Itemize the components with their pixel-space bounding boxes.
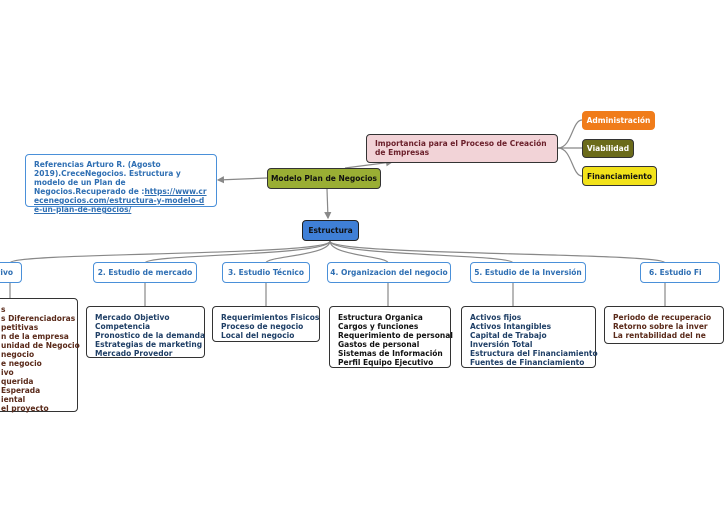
branch-6-node[interactable]: 6. Estudio Fi	[640, 262, 720, 283]
importance-node-label: Importancia para el Proceso de Creación …	[375, 139, 547, 157]
administracion-node-label: Administración	[586, 116, 651, 125]
list-item: Requerimiento de personal	[338, 331, 453, 340]
list-item: Competencia	[95, 322, 151, 331]
branch-4-label: 4. Organizacion del negocio	[330, 268, 448, 277]
structure-node-label: Estructura	[308, 226, 353, 235]
list-item: Capital de Trabajo	[470, 331, 547, 340]
list-item: Proceso de negocio	[221, 322, 304, 331]
branch-1-details[interactable]: s s Diferenciadoras petitivas n de la em…	[0, 298, 80, 413]
list-item: Pronostico de la demanda	[95, 331, 206, 340]
list-item: Retorno sobre la inver	[613, 322, 708, 331]
list-item: ivo	[1, 368, 14, 377]
branch-4-details[interactable]: Estructura Organica Cargos y funciones R…	[329, 306, 453, 368]
list-item: Sistemas de Información	[338, 349, 443, 358]
list-item: Inversión Total	[470, 340, 533, 349]
list-item: s	[1, 305, 6, 314]
branch-2-details[interactable]: Mercado Objetivo Competencia Pronostico …	[86, 306, 205, 358]
list-item: Cargos y funciones	[338, 322, 419, 331]
structure-node[interactable]: Estructura	[302, 220, 359, 241]
list-item: Local del negocio	[221, 331, 295, 340]
list-item: Requerimientos Fisicos	[221, 313, 320, 322]
viabilidad-node[interactable]: Viabilidad	[582, 139, 634, 158]
list-item: petitivas	[1, 323, 39, 332]
importance-node[interactable]: Importancia para el Proceso de Creación …	[366, 134, 558, 163]
list-item: Estructura del Financiamiento	[470, 349, 598, 358]
list-item: unidad de Negocio	[1, 341, 80, 350]
list-item: e negocio	[1, 359, 42, 368]
branch-6-label: 6. Estudio Fi	[649, 268, 702, 277]
connector-lines	[9, 119, 666, 306]
list-item: iental	[1, 395, 26, 404]
list-item: Estrategias de marketing	[95, 340, 203, 349]
branch-3-label: 3. Estudio Técnico	[227, 268, 305, 277]
financiamiento-node-label: Financiamiento	[586, 171, 653, 181]
list-item: s Diferenciadoras	[1, 314, 76, 323]
branch-5-details[interactable]: Activos fijos Activos Intangibles Capita…	[461, 306, 598, 368]
branch-3-node[interactable]: 3. Estudio Técnico	[222, 262, 310, 283]
branch-2-label: 2. Estudio de mercado	[97, 268, 193, 277]
list-item: Gastos de personal	[338, 340, 420, 349]
reference-text: Referencias Arturo R. (Agosto 2019).Crec…	[34, 160, 181, 196]
list-item: Esperada	[1, 386, 41, 395]
central-node[interactable]: Modelo Plan de Negocios	[267, 168, 381, 189]
list-item: el proyecto	[1, 404, 49, 413]
list-item: n de la empresa	[1, 332, 69, 341]
reference-link[interactable]: https://www.crecenegocios.com/estructura…	[34, 187, 207, 214]
branch-6-details[interactable]: Periodo de recuperacio Retorno sobre la …	[604, 306, 724, 344]
branch-1-node[interactable]: tivo	[0, 262, 22, 283]
branch-4-node[interactable]: 4. Organizacion del negocio	[327, 262, 451, 283]
branch-2-node[interactable]: 2. Estudio de mercado	[93, 262, 197, 283]
reference-node[interactable]: Referencias Arturo R. (Agosto 2019).Crec…	[25, 154, 217, 214]
list-item: Perfil Equipo Ejecutivo	[338, 358, 434, 367]
list-item: negocio	[1, 350, 35, 359]
branch-5-node[interactable]: 5. Estudio de la Inversión	[470, 262, 586, 283]
administracion-node[interactable]: Administración	[582, 111, 655, 130]
list-item: Periodo de recuperacio	[613, 313, 712, 322]
list-item: Estructura Organica	[338, 313, 423, 322]
list-item: Activos Intangibles	[470, 322, 552, 331]
branch-5-label: 5. Estudio de la Inversión	[474, 268, 582, 277]
list-item: Activos fijos	[470, 313, 522, 322]
list-item: Mercado Provedor	[95, 349, 173, 358]
viabilidad-node-label: Viabilidad	[586, 144, 630, 153]
financiamiento-node[interactable]: Financiamiento	[582, 166, 657, 186]
list-item: La rentabilidad del ne	[613, 331, 706, 340]
list-item: Fuentes de Financiamiento	[470, 358, 585, 367]
central-node-label: Modelo Plan de Negocios	[270, 174, 378, 183]
branch-1-label: tivo	[0, 268, 13, 277]
list-item: querida	[1, 377, 34, 386]
branch-3-details[interactable]: Requerimientos Fisicos Proceso de negoci…	[212, 306, 320, 342]
list-item: Mercado Objetivo	[95, 313, 170, 322]
